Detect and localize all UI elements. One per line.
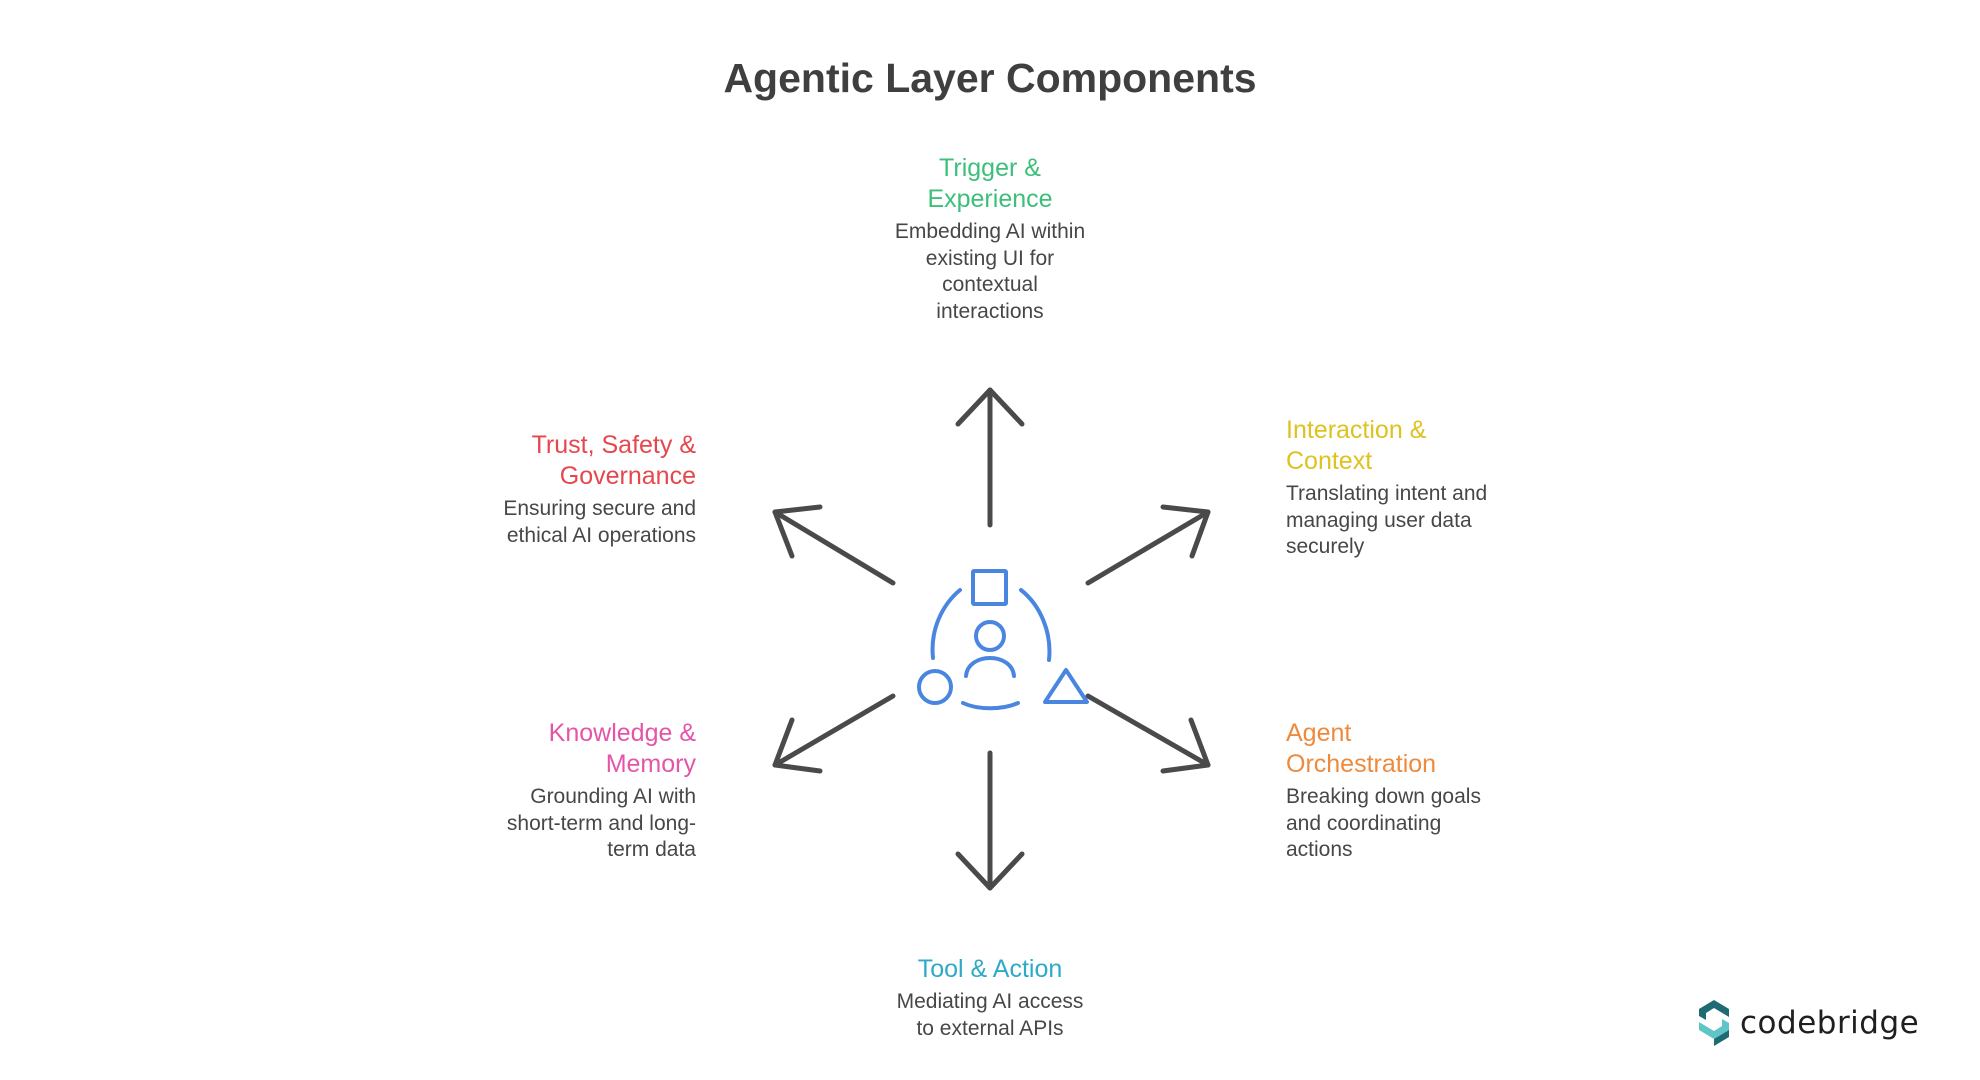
node-description: Breaking down goals and coordinating act… — [1286, 784, 1586, 864]
node-title-line: Memory — [605, 750, 696, 778]
diagram-title: Agentic Layer Components — [723, 55, 1257, 101]
node-title: Knowledge & Memory — [396, 718, 696, 780]
node-description: Grounding AI with short-term and long- t… — [396, 784, 696, 864]
node-title-line: Trigger & — [939, 154, 1041, 182]
node-desc-line: Translating intent and — [1286, 482, 1488, 505]
node-title-line: Knowledge & — [548, 719, 696, 747]
node-desc-line: ethical AI operations — [506, 523, 696, 547]
node-desc-line: Ensuring secure and — [503, 497, 696, 520]
node-knowledge-memory: Knowledge & Memory Grounding AI with sho… — [396, 718, 696, 864]
node-title-line: Orchestration — [1286, 750, 1437, 778]
node-description: Embedding AI within existing UI for cont… — [840, 219, 1140, 325]
node-trust-safety-governance: Trust, Safety & Governance Ensuring secu… — [396, 430, 696, 549]
node-desc-line: to external APIs — [916, 1016, 1064, 1040]
arrow-down — [955, 750, 1025, 891]
codebridge-logo-icon — [1699, 1000, 1729, 1046]
node-title-line: Tool & Action — [917, 955, 1063, 983]
node-desc-line: Breaking down goals — [1286, 785, 1481, 808]
codebridge-logo[interactable]: codebridge — [1698, 998, 1919, 1048]
logo-text: codebridge — [1740, 1005, 1920, 1041]
node-agent-orchestration: Agent Orchestration Breaking down goals … — [1286, 718, 1586, 864]
node-title-line: Experience — [927, 185, 1053, 213]
arrow-lower-right — [1085, 693, 1211, 774]
node-title-line: Interaction & — [1286, 416, 1427, 444]
arrow-lower-left — [772, 693, 896, 774]
node-title-line: Agent — [1286, 719, 1352, 747]
node-title: Trust, Safety & Governance — [396, 430, 696, 492]
node-desc-line: existing UI for — [925, 246, 1055, 270]
node-desc-line: and coordinating — [1286, 811, 1442, 835]
node-title: Agent Orchestration — [1286, 718, 1586, 780]
node-description: Translating intent and managing user dat… — [1286, 481, 1586, 561]
node-description: Ensuring secure and ethical AI operation… — [396, 496, 696, 549]
node-desc-line: interactions — [936, 299, 1044, 323]
arrow-upper-left — [772, 504, 896, 586]
node-interaction-context: Interaction & Context Translating intent… — [1286, 415, 1586, 561]
node-desc-line: managing user data — [1286, 508, 1472, 532]
arrow-upper-right — [1085, 504, 1211, 586]
node-trigger-experience: Trigger & Experience Embedding AI within… — [840, 153, 1140, 325]
node-title: Tool & Action — [840, 954, 1140, 985]
node-desc-line: contextual — [942, 273, 1038, 296]
node-desc-line: Grounding AI with — [530, 785, 696, 808]
node-title-line: Context — [1286, 447, 1373, 475]
node-desc-line: Mediating AI access — [896, 990, 1084, 1013]
node-desc-line: securely — [1286, 535, 1365, 558]
node-title-line: Trust, Safety & — [531, 431, 696, 459]
node-title: Trigger & Experience — [840, 153, 1140, 215]
node-tool-action: Tool & Action Mediating AI access to ext… — [840, 954, 1140, 1042]
node-desc-line: Embedding AI within — [894, 220, 1086, 243]
arrow-up — [955, 387, 1025, 528]
node-desc-line: actions — [1286, 838, 1353, 861]
node-description: Mediating AI access to external APIs — [840, 989, 1140, 1042]
node-title: Interaction & Context — [1286, 415, 1586, 477]
node-title-line: Governance — [559, 462, 696, 490]
node-desc-line: short-term and long- — [506, 811, 696, 835]
people-shapes-icon — [917, 569, 1089, 711]
node-desc-line: term data — [607, 838, 696, 861]
